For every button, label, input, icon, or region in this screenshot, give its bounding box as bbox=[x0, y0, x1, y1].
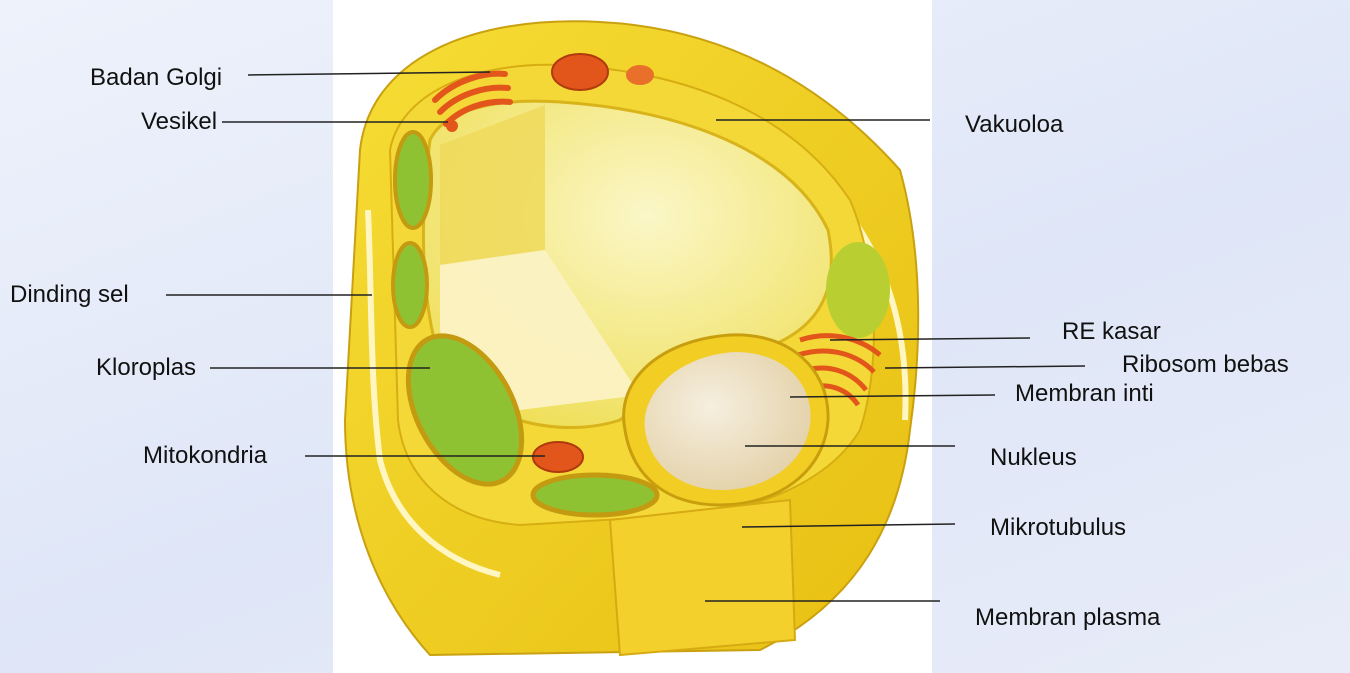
leader-badan-golgi bbox=[248, 72, 490, 75]
leader-membran-inti bbox=[790, 395, 995, 397]
label-ribosom-bebas: Ribosom bebas bbox=[1122, 353, 1289, 377]
leader-re-kasar bbox=[830, 338, 1030, 340]
label-vesikel: Vesikel bbox=[141, 110, 217, 134]
label-nukleus: Nukleus bbox=[990, 446, 1077, 470]
label-kloroplas: Kloroplas bbox=[96, 356, 196, 380]
label-badan-golgi: Badan Golgi bbox=[90, 66, 222, 90]
leader-mikrotubulus bbox=[742, 524, 955, 527]
leader-ribosom-bebas bbox=[885, 366, 1085, 368]
label-dinding-sel: Dinding sel bbox=[10, 283, 129, 307]
label-membran-inti: Membran inti bbox=[1015, 382, 1154, 406]
label-membran-plasma: Membran plasma bbox=[975, 606, 1160, 630]
label-re-kasar: RE kasar bbox=[1062, 320, 1161, 344]
label-mikrotubulus: Mikrotubulus bbox=[990, 516, 1126, 540]
label-mitokondria: Mitokondria bbox=[143, 444, 267, 468]
label-vakuola: Vakuoloa bbox=[965, 113, 1063, 137]
